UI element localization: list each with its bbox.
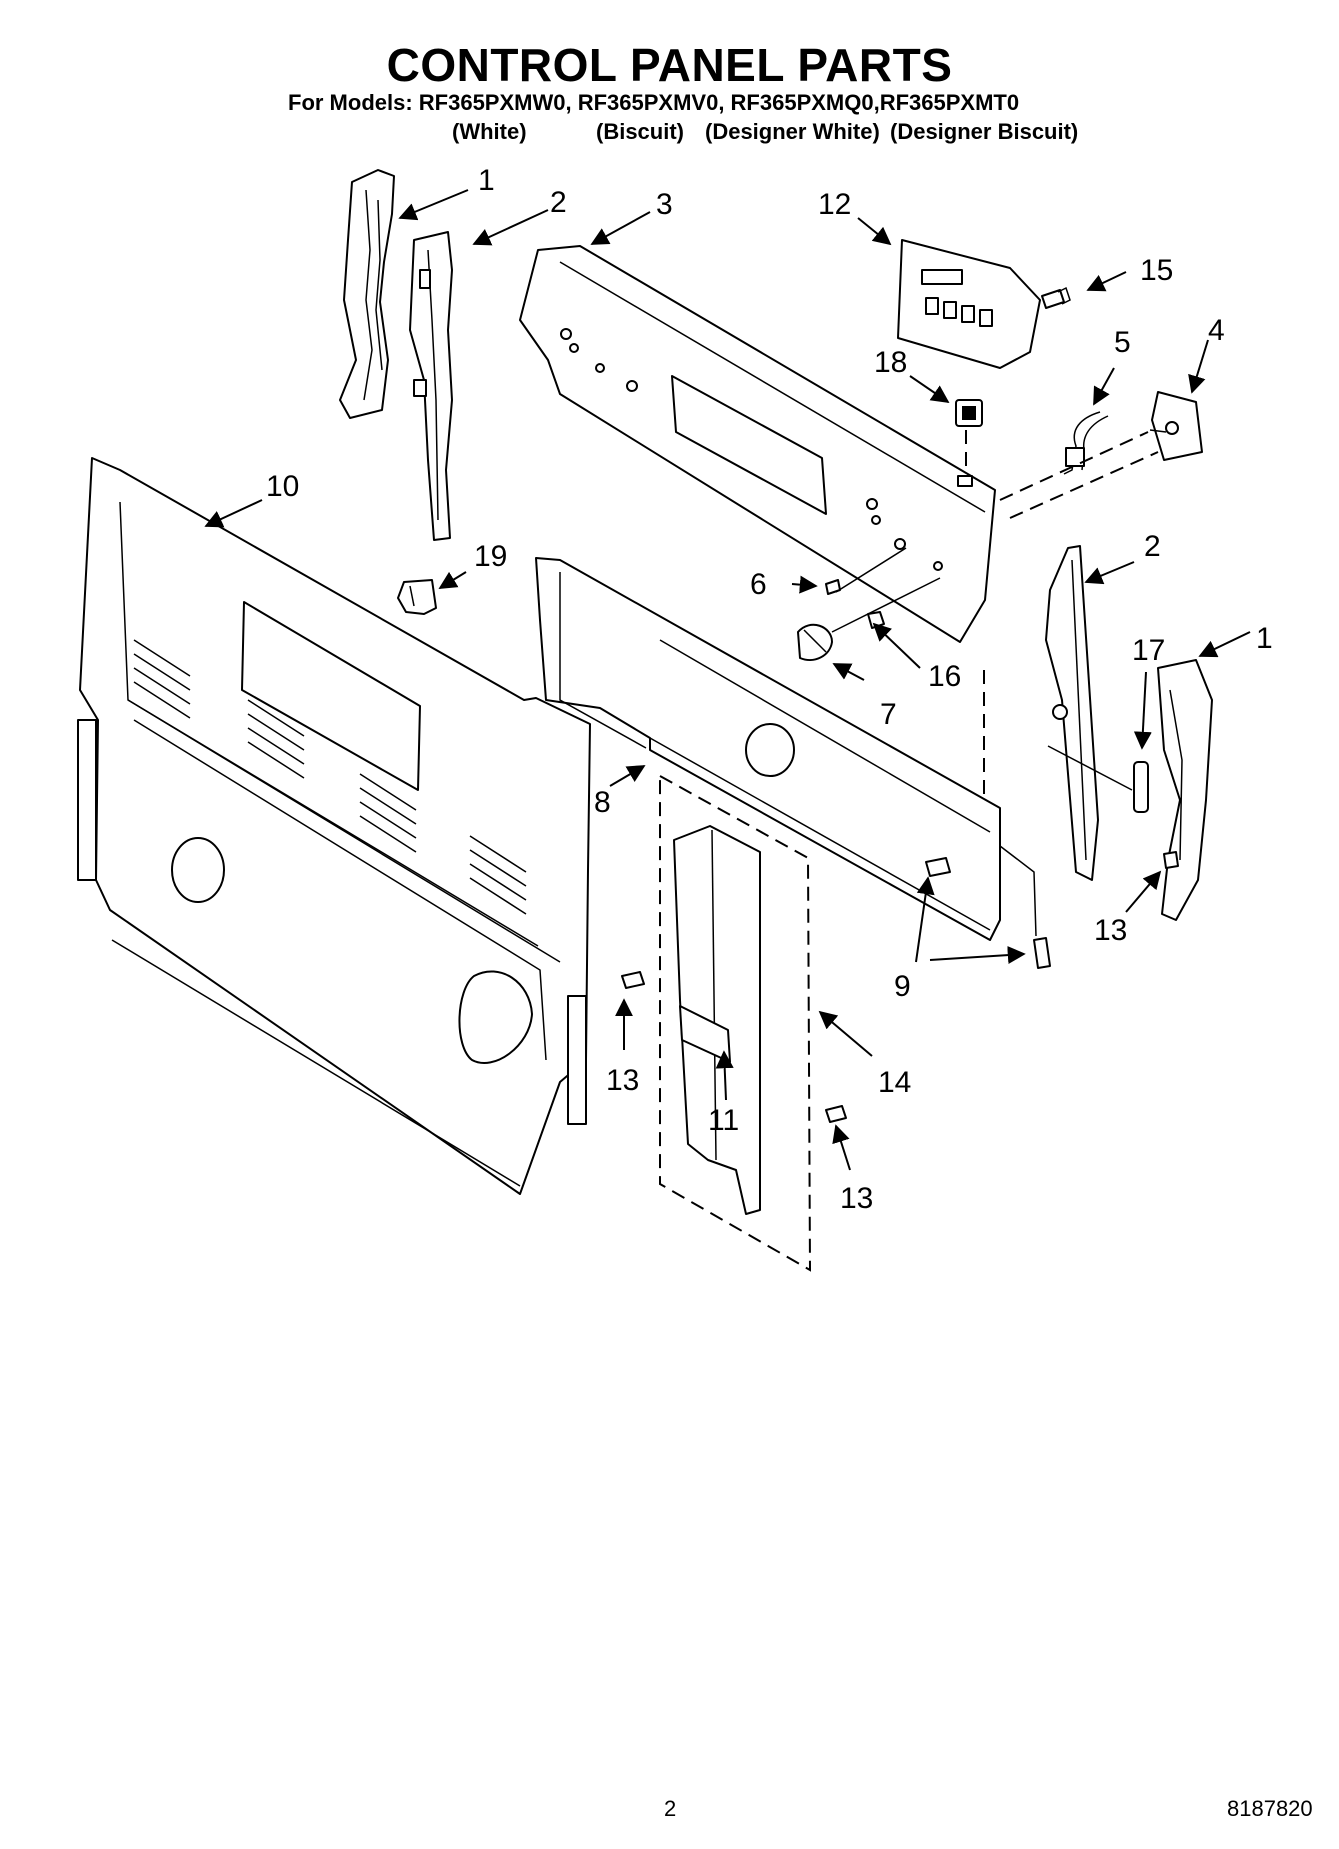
- assembly-line: [835, 547, 907, 593]
- assembly-line: [831, 577, 941, 633]
- callout-2-right: 2: [1144, 530, 1161, 563]
- callout-15: 15: [1140, 254, 1173, 287]
- variant-biscuit: (Biscuit): [596, 119, 684, 144]
- part-knob: [797, 623, 833, 661]
- variant-designer-biscuit: (Designer Biscuit): [890, 119, 1079, 144]
- dashed-connector: [999, 431, 1149, 501]
- part-screw-15: [1041, 286, 1071, 309]
- callout-8: 8: [594, 786, 611, 819]
- part-switch: [955, 399, 983, 427]
- kit-outline: [659, 774, 812, 1272]
- part-screw-13: [825, 1105, 847, 1123]
- callout-13-right: 13: [1094, 914, 1127, 947]
- dashed-connector: [1009, 451, 1159, 519]
- assembly-line: [1047, 745, 1133, 791]
- callout-5: 5: [1114, 326, 1131, 359]
- callout-16: 16: [928, 660, 961, 693]
- part-electronic-control: [897, 239, 1041, 369]
- callout-6: 6: [750, 568, 767, 601]
- part-duct: [673, 825, 761, 1215]
- page-number: 2: [664, 1796, 677, 1821]
- part-clip: [397, 579, 437, 615]
- part-control-panel: [519, 245, 996, 643]
- callout-13-left: 13: [606, 1064, 639, 1097]
- part-infinite-switch: [1149, 391, 1203, 461]
- part-screw-6: [825, 579, 841, 595]
- variant-white: (White): [452, 119, 527, 144]
- variant-designer-white: (Designer White): [705, 119, 880, 144]
- part-screw-13: [621, 971, 645, 989]
- callout-18: 18: [874, 346, 907, 379]
- part-end-cap-right: [1157, 659, 1213, 921]
- part-end-cap-left: [339, 169, 395, 419]
- callout-17: 17: [1132, 634, 1165, 667]
- callout-1: 1: [478, 164, 495, 197]
- callout-1-right: 1: [1256, 622, 1273, 655]
- callout-7: 7: [880, 698, 897, 731]
- callout-2: 2: [550, 186, 567, 219]
- callout-4: 4: [1208, 314, 1225, 347]
- part-screw-13: [1163, 851, 1179, 869]
- callout-12: 12: [818, 188, 851, 221]
- callout-13-bottom: 13: [840, 1182, 873, 1215]
- vent-louvers: [133, 639, 527, 915]
- callout-11: 11: [708, 1104, 739, 1137]
- callout-14: 14: [878, 1066, 911, 1099]
- callout-19: 19: [474, 540, 507, 573]
- part-hinge-17: [1133, 761, 1149, 813]
- callout-9: 9: [894, 970, 911, 1003]
- callout-10: 10: [266, 470, 299, 503]
- callout-arrows: [204, 189, 1251, 1171]
- part-backguard-frame: [535, 557, 1001, 941]
- assembly-line: [999, 845, 1037, 937]
- callout-3: 3: [656, 188, 673, 221]
- part-side-bracket-right: [1045, 545, 1099, 881]
- part-side-bracket-left: [409, 231, 453, 541]
- models-line: For Models: RF365PXMW0, RF365PXMV0, RF36…: [288, 90, 1020, 115]
- part-rear-panel: [77, 457, 591, 1195]
- document-number: 8187820: [1227, 1796, 1313, 1821]
- page-title: CONTROL PANEL PARTS: [386, 39, 953, 91]
- part-wire-harness: [1063, 411, 1109, 475]
- part-screw-9: [925, 857, 1051, 969]
